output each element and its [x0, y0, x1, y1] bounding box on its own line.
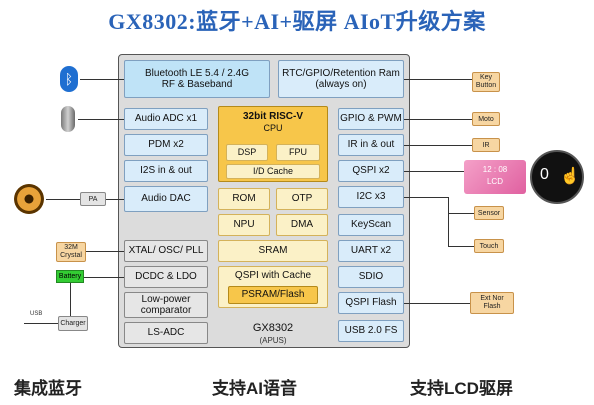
caption-lcd: 支持LCD驱屏 [410, 379, 513, 398]
i2s-block: I2S in & out [124, 160, 208, 182]
dcdc-ldo-block: DCDC & LDO [124, 266, 208, 288]
speaker-connector [46, 199, 80, 200]
keyscan-block: KeyScan [338, 214, 404, 236]
microphone-icon [61, 106, 75, 132]
page-title: GX8302:蓝牙+AI+驱屏 AIoT升级方案 [108, 9, 486, 34]
touch-connector [448, 246, 474, 247]
rtc-block: RTC/GPIO/Retention Ram (always on) [278, 60, 404, 98]
i2c-block: I2C x3 [338, 186, 404, 208]
qspi-x2-block: QSPI x2 [338, 160, 404, 182]
cpu-subtitle: CPU [263, 123, 283, 133]
charger-box: Charger [58, 316, 88, 331]
moto-connector [404, 119, 472, 120]
battery-connector [84, 277, 124, 278]
audio-adc-block: Audio ADC x1 [124, 108, 208, 130]
xtal-osc-pll-block: XTAL/ OSC/ PLL [124, 240, 208, 262]
npu-block: NPU [218, 214, 270, 236]
ir-connector [404, 145, 472, 146]
usb-connector [24, 323, 58, 324]
speaker-icon [14, 184, 44, 214]
icache-block: I/D Cache [226, 164, 320, 179]
ls-adc-block: LS-ADC [124, 322, 208, 344]
smartwatch-image [530, 150, 584, 204]
sdio-block: SDIO [338, 266, 404, 288]
chip-name-sub: (APUS) [259, 336, 287, 345]
caption-bluetooth: 集成蓝牙 [14, 379, 82, 398]
psram-flash-block: PSRAM/Flash [228, 286, 318, 304]
rom-block: ROM [218, 188, 270, 210]
audio-dac-block: Audio DAC [124, 186, 208, 212]
ext-nor-flash-box: Ext Nor Flash [470, 292, 514, 314]
crystal-box: 32M Crystal [56, 242, 86, 262]
moto-box: Moto [472, 112, 500, 126]
usb-label: USB [30, 311, 43, 317]
lcd-label: LCD [486, 177, 503, 186]
usb-block: USB 2.0 FS [338, 320, 404, 342]
bluetooth-icon: ᛒ [60, 66, 78, 92]
mic-connector [78, 119, 124, 120]
dma-block: DMA [276, 214, 328, 236]
cpu-title: 32bit RISC-V [242, 111, 303, 122]
pa-connector [106, 199, 124, 200]
bt-connector [80, 79, 124, 80]
battery-box: Battery [56, 270, 84, 283]
lcd-panel [464, 160, 526, 194]
fpu-block: FPU [276, 144, 320, 161]
lcd-connector [404, 171, 464, 172]
dsp-block: DSP [226, 144, 268, 161]
chip-name: GX8302 [252, 322, 294, 334]
watch-digit: 0 [540, 166, 549, 183]
otp-block: OTP [276, 188, 328, 210]
uart-block: UART x2 [338, 240, 404, 262]
key-button-box: Key Button [472, 72, 500, 92]
lcd-time: 12 : 08 [482, 165, 508, 174]
i2c-connector [404, 197, 448, 198]
pa-box: PA [80, 192, 106, 206]
flash-connector [404, 303, 470, 304]
sram-block: SRAM [218, 240, 328, 262]
bluetooth-rf-block: Bluetooth LE 5.4 / 2.4G RF & Baseband [124, 60, 270, 98]
crystal-connector [86, 251, 124, 252]
battery-charger-line [70, 283, 71, 316]
sensor-box: Sensor [474, 206, 504, 220]
hand-tap-icon: ☝ [560, 168, 580, 185]
key-connector [404, 79, 472, 80]
touch-box: Touch [474, 239, 504, 253]
qspi-flash-block: QSPI Flash [338, 292, 404, 314]
lowpower-comparator-block: Low-power comparator [124, 292, 208, 318]
ir-block: IR in & out [338, 134, 404, 156]
caption-ai-voice: 支持AI语音 [212, 379, 297, 398]
gpio-pwm-block: GPIO & PWM [338, 108, 404, 130]
sensor-connector [448, 213, 474, 214]
i2c-branch-line [448, 197, 449, 247]
ir-ext-box: IR [472, 138, 500, 152]
pdm-block: PDM x2 [124, 134, 208, 156]
